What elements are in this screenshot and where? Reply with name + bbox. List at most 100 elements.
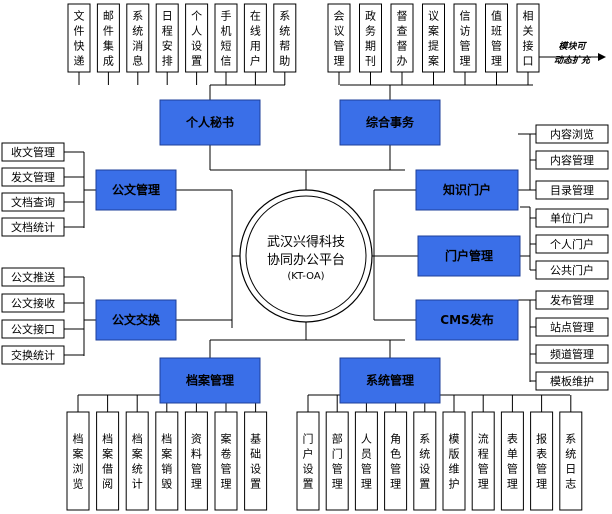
archive-item-1 [96, 411, 120, 511]
system-item-label-4: 系统设置 [419, 433, 430, 491]
archive-item-label-4: 资料管理 [191, 433, 202, 491]
top-left-item-1 [96, 3, 120, 73]
cms-item-0-label: 发布管理 [550, 293, 594, 307]
top-right-item-0 [327, 3, 351, 73]
system-item-label-2: 人员管理 [361, 433, 372, 491]
top-left-item-label-3: 日程安排 [162, 10, 173, 68]
doc-exchange-item-0 [1, 267, 65, 287]
top-left-item-label-1: 邮件集成 [103, 10, 114, 68]
cms-item-2-label: 频道管理 [550, 347, 594, 361]
module-label-system: 系统管理 [366, 373, 414, 388]
platform-title-line2: 协同办公平台 [267, 253, 345, 268]
top-right-item-label-0: 会议管理 [334, 10, 345, 68]
system-item-label-6: 流程管理 [478, 432, 489, 491]
doc-exchange-item-3-label: 交换统计 [11, 348, 55, 362]
module-doc_exchange [95, 299, 177, 341]
doc-exchange-item-3 [1, 345, 65, 365]
doc-mgmt-item-3-label: 文档统计 [11, 220, 55, 234]
doc-exchange-item-0-label: 公文推送 [11, 270, 55, 284]
system-item-2 [354, 411, 378, 511]
top-left-item-label-2: 系统消息 [132, 10, 143, 68]
module-label-doc_mgmt: 公文管理 [112, 182, 160, 197]
module-archive [159, 357, 261, 404]
module-label-doc_exchange: 公文交换 [112, 312, 161, 327]
archive-item-label-0: 档案浏览 [73, 432, 84, 491]
top-right-item-6 [516, 3, 540, 73]
module-doc_mgmt [95, 169, 177, 211]
system-item-label-1: 部门管理 [332, 432, 343, 491]
doc-mgmt-item-1 [1, 167, 65, 187]
top-right-item-1 [359, 3, 382, 73]
platform-code: (KT-OA) [287, 271, 324, 282]
top-left-item-label-5: 手机短信 [221, 9, 232, 68]
archive-item-5 [214, 411, 238, 511]
module-knowledge [415, 169, 519, 211]
knowledge-item-0-label: 内容浏览 [550, 127, 594, 141]
module-general [339, 99, 441, 146]
top-right-item-label-2: 督查督办 [397, 9, 408, 68]
cms-item-3-label: 模板维护 [550, 374, 594, 388]
module-label-knowledge: 知识门户 [442, 182, 491, 197]
module-label-general: 综合事务 [366, 115, 415, 130]
doc-mgmt-item-2 [1, 192, 65, 212]
top-right-item-4 [453, 3, 477, 73]
top-right-item-label-6: 相关接口 [523, 10, 534, 68]
archive-item-3 [155, 411, 179, 511]
doc-exchange-item-1 [1, 293, 65, 313]
archive-item-0 [66, 411, 90, 511]
knowledge-item-1 [535, 150, 609, 170]
system-item-9 [559, 411, 583, 511]
portal-item-0-label: 单位门户 [550, 211, 594, 225]
system-item-8 [530, 411, 554, 511]
portal-item-1-label: 个人门户 [550, 237, 594, 251]
system-item-label-3: 角色管理 [390, 433, 401, 491]
expand-note-line2: 动态扩充 [554, 55, 592, 66]
doc-exchange-item-2 [1, 319, 65, 339]
top-right-item-label-3: 议案提案 [428, 10, 439, 68]
knowledge-item-2-label: 目录管理 [550, 183, 594, 197]
system-item-4 [413, 411, 437, 511]
top-right-item-5 [485, 3, 508, 73]
top-left-item-2 [126, 3, 150, 73]
top-right-item-3 [422, 3, 445, 73]
system-item-label-5: 模版维护 [449, 433, 460, 491]
system-item-label-0: 门户设置 [303, 432, 314, 491]
archive-item-label-5: 案卷管理 [221, 432, 232, 491]
portal-item-2-label: 公共门户 [550, 263, 594, 277]
top-left-item-4 [185, 3, 209, 73]
doc-mgmt-item-0-label: 收文管理 [11, 145, 55, 159]
expand-note-line1: 模块可 [558, 41, 587, 52]
archive-item-2 [125, 411, 149, 511]
cms-item-0 [535, 290, 609, 310]
top-left-item-0 [67, 3, 91, 73]
top-right-item-2 [390, 3, 414, 73]
module-label-personal: 个人秘书 [185, 115, 234, 130]
system-item-6 [471, 411, 495, 511]
doc-exchange-item-1-label: 公文接收 [11, 296, 55, 310]
top-left-item-label-4: 个人设置 [191, 10, 202, 68]
module-personal [159, 99, 261, 146]
module-system [339, 357, 441, 404]
portal-item-0 [535, 208, 609, 228]
top-right-item-label-1: 政务期刊 [365, 9, 376, 68]
archive-item-4 [184, 411, 208, 511]
cms-item-2 [535, 344, 609, 364]
top-left-item-5 [214, 3, 238, 73]
system-item-1 [325, 411, 349, 511]
module-label-portal: 门户管理 [445, 248, 493, 263]
platform-title-line1: 武汉兴得科技 [267, 234, 345, 250]
knowledge-item-0 [535, 124, 609, 144]
archive-item-6 [244, 411, 268, 511]
system-item-0 [296, 411, 320, 511]
system-item-3 [384, 411, 408, 511]
doc-mgmt-item-0 [1, 142, 65, 162]
system-item-label-9: 系统日志 [565, 433, 576, 491]
top-left-item-3 [155, 3, 179, 73]
knowledge-item-2 [535, 180, 609, 200]
top-left-item-7 [273, 3, 297, 73]
cms-item-1-label: 站点管理 [550, 320, 594, 334]
knowledge-item-1-label: 内容管理 [550, 153, 594, 167]
archive-item-label-2: 档案统计 [132, 432, 143, 491]
top-left-item-6 [243, 3, 267, 73]
